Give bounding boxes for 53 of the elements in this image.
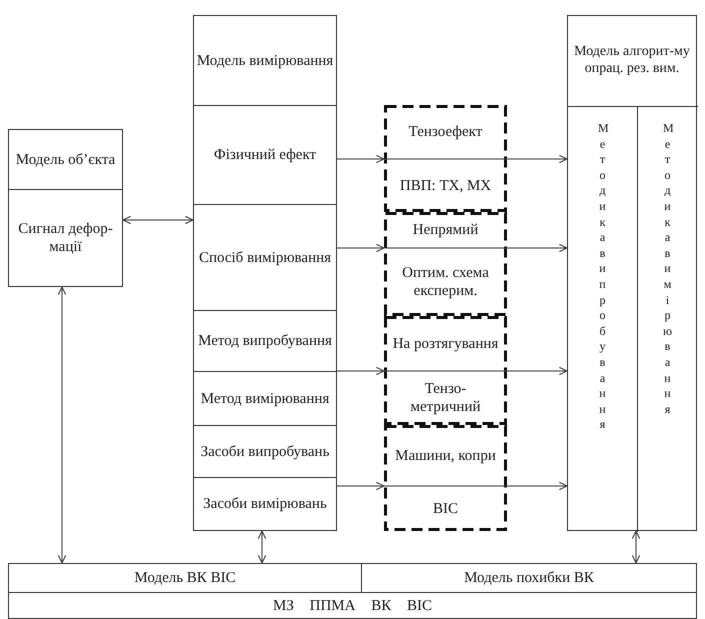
stack-cell	[193, 105, 337, 205]
group-label: Машини, копри	[395, 446, 496, 464]
group-label: Оптим. схема експерим.	[401, 264, 490, 300]
group-label: Тензоефект	[408, 123, 482, 141]
arrow	[506, 482, 568, 490]
dashed-group-box	[384, 105, 507, 212]
arrow	[336, 244, 385, 252]
cell-label: Модель похибки ВК	[464, 569, 594, 587]
cell-label: Модель вимірювання	[196, 52, 334, 70]
group-label: ВІС	[432, 500, 458, 518]
group-label: Непрямий	[412, 221, 478, 239]
arrow	[258, 530, 266, 564]
dashed-group-box	[384, 212, 507, 316]
algorithm-model-box	[567, 15, 697, 531]
stack-cell	[193, 425, 337, 478]
cell-label: Модель об’єкта	[16, 150, 116, 168]
signal-cell	[8, 189, 123, 287]
dashed-group-box	[384, 316, 507, 425]
object-model-cell	[8, 129, 123, 190]
stack-cell	[193, 371, 337, 426]
arrow	[506, 154, 568, 164]
model-cell	[361, 563, 697, 593]
arrow	[632, 530, 640, 564]
arrow	[506, 244, 568, 252]
column-header-cell	[193, 15, 337, 106]
cell-label: Засоби випробувань	[200, 442, 330, 460]
arrow	[506, 366, 568, 376]
arrow	[336, 482, 385, 490]
group-label: Тензо- метричний	[409, 380, 482, 416]
cell-label: МЗ ППМА ВК ВІС	[273, 596, 432, 614]
header-label: Модель алгорит-му опрац. рез. вим.	[574, 44, 690, 78]
cell-label: Метод вимірювання	[200, 390, 330, 408]
arrow	[122, 216, 194, 224]
arrow	[58, 286, 66, 564]
stack-cell	[193, 477, 337, 531]
cell-label: Сигнал дефор- мації	[17, 220, 114, 256]
cell-label: Метод випробування	[198, 332, 332, 350]
group-label: ПВП: ТХ, МХ	[400, 176, 492, 194]
group-label: На розтягування	[392, 334, 498, 352]
arrow	[336, 366, 385, 376]
cell-label: Фізичний ефект	[214, 146, 316, 164]
stack-cell	[193, 310, 337, 372]
model-cell	[8, 563, 362, 593]
method-column	[568, 106, 638, 532]
stack-cell	[193, 204, 337, 311]
arrow	[336, 154, 385, 164]
cell-label: Модель ВК ВІС	[134, 569, 236, 587]
vertical-label: Методика випробування	[598, 121, 607, 433]
vertical-label: Методика вимірювання	[663, 121, 672, 418]
cell-label: Засоби вимірювань	[203, 495, 327, 513]
footer-cell	[8, 592, 697, 619]
dashed-group-box	[384, 425, 507, 531]
cell-label: Спосіб вимірювання	[198, 248, 332, 266]
